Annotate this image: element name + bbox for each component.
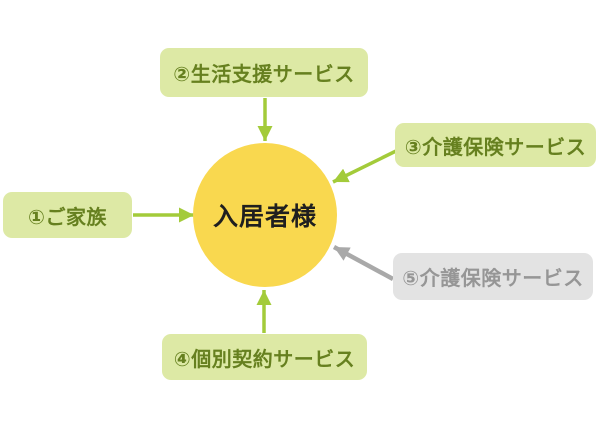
resident-circle: 入居者様 <box>193 143 337 287</box>
node-individual-contract-box: ④個別契約サービス <box>162 334 367 380</box>
node-care-insurance-5-box: ⑤介護保険サービス <box>393 253 593 300</box>
node-care-insurance-5-label: ⑤介護保険サービス <box>402 266 584 290</box>
arrow-care-insurance3-to-resident <box>332 149 397 184</box>
resident-label: 入居者様 <box>212 202 317 231</box>
node-care-insurance-3-label: ③介護保険サービス <box>404 134 587 159</box>
node-life-support-box: ②生活支援サービス <box>160 48 368 97</box>
node-individual-contract-label: ④個別契約サービス <box>173 346 356 371</box>
node-care-insurance-3-box: ③介護保険サービス <box>395 123 596 167</box>
arrow-care-insurance5-to-resident <box>332 245 395 281</box>
node-family-box: ①ご家族 <box>3 192 132 238</box>
node-life-support-label: ②生活支援サービス <box>173 62 355 86</box>
node-family-label: ①ご家族 <box>28 204 107 229</box>
